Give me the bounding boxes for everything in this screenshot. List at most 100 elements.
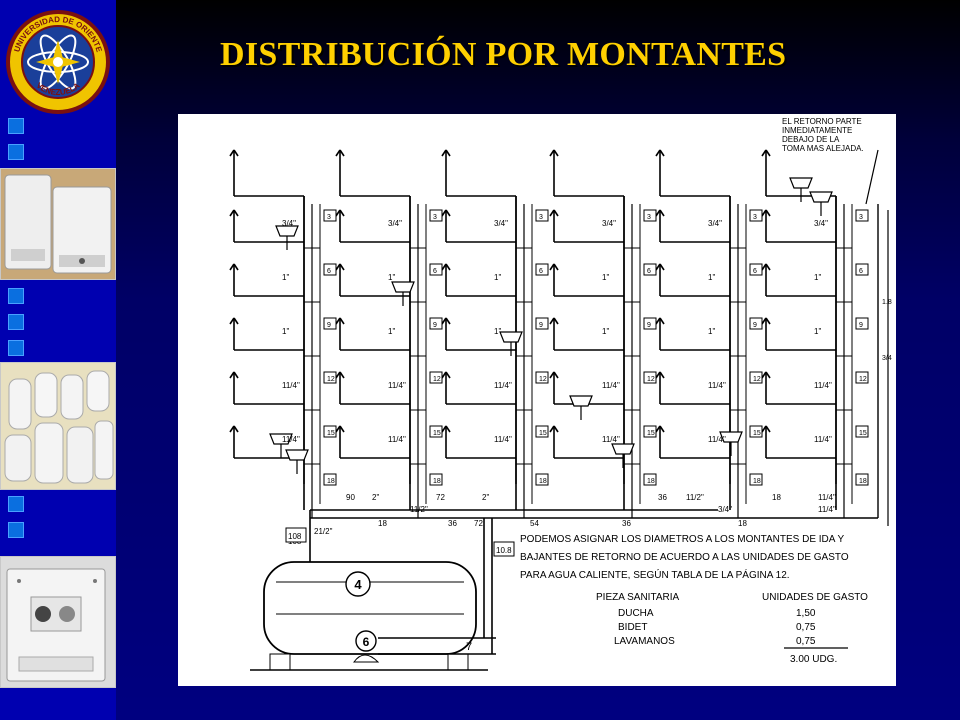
udg-box (535, 209, 549, 222)
udg-box (749, 317, 763, 330)
pipe-size-label: 11/4" (708, 381, 726, 390)
pipe-size-label: 3/4" (388, 219, 402, 228)
udg-value: 3 (753, 214, 757, 221)
udg-value: 15 (539, 430, 547, 437)
riser-diagram: 3 3/4" 6 1" 9 1" 12 11/4" 15 11/4" 18 3 3/4" 6 1" 9 1" 12… (229, 117, 892, 671)
udg-box (855, 263, 869, 276)
udg-value: 9 (327, 322, 331, 329)
udg-box (429, 473, 443, 486)
udg-box (643, 317, 657, 330)
sanitary-fixture (269, 433, 293, 458)
udg-box (643, 473, 657, 486)
udg-box (429, 425, 443, 438)
electric-heater-photo (0, 556, 116, 688)
udg-value: 3 (647, 214, 651, 221)
pipe-run-label: 36 (658, 493, 667, 502)
pipe-size-label: 1" (388, 327, 395, 336)
pipe-size-label: 3/4" (814, 219, 828, 228)
note-line-1: PODEMOS ASIGNAR LOS DIAMETROS A LOS MONT… (520, 534, 844, 545)
udg-value: 6 (539, 268, 543, 275)
pipe-run-label: 54 (530, 519, 539, 528)
udg-box (855, 317, 869, 330)
slide-title: DISTRIBUCIÓN POR MONTANTES (220, 36, 787, 73)
udg-value: 3 (859, 214, 863, 221)
pipe-size-label: 1" (282, 273, 289, 282)
sanitary-fixture (719, 431, 743, 456)
udg-value: 18 (539, 478, 547, 485)
udg-value: 15 (753, 430, 761, 437)
udg-box (749, 209, 763, 222)
udg-box (749, 371, 763, 384)
udg-box (323, 263, 337, 276)
table-piece-2: BIDET (618, 622, 647, 633)
table-units-2: 0,75 (796, 622, 816, 633)
pipe-run-label: 21/2" (314, 527, 333, 536)
udg-value: 12 (753, 376, 761, 383)
udg-value: 6 (859, 268, 863, 275)
return-note-4: TOMA MAS ALEJADA. (782, 144, 864, 153)
pipe-size-label: 1" (388, 273, 395, 282)
udg-box (535, 263, 549, 276)
udg-value: 12 (433, 376, 441, 383)
pipe-size-label: 3/4" (494, 219, 508, 228)
pipe-run-label: 18 (738, 519, 747, 528)
udg-value: 18 (647, 478, 655, 485)
udg-value: 9 (859, 322, 863, 329)
pipe-size-label: 11/4" (388, 381, 406, 390)
udg-value: 18 (753, 478, 761, 485)
return-note-3: DEBAJO DE LA (782, 135, 840, 144)
udg-box (323, 317, 337, 330)
udg-box (855, 425, 869, 438)
sanitary-fixture (789, 177, 813, 202)
udg-box (323, 473, 337, 486)
pipe-size-label: 11/4" (814, 435, 832, 444)
udg-value: 6 (327, 268, 331, 275)
udg-value: 6 (647, 268, 651, 275)
pipe-size-label: 11/4" (602, 381, 620, 390)
udg-value: 15 (327, 430, 335, 437)
plumbing-schematic: 3 3/4" 6 1" 9 1" 12 11/4" 15 11/4" 18 3 3/4" 6 1" 9 1" 12… (178, 114, 896, 686)
pipe-run-label: 11/4" (818, 493, 836, 502)
pipe-size-label: 11/4" (282, 381, 300, 390)
udg-value: 9 (753, 322, 757, 329)
udg-value: 3 (327, 214, 331, 221)
return-note-2: INMEDIATAMENTE (782, 126, 852, 135)
sanitary-fixture (275, 225, 299, 250)
udg-box (855, 209, 869, 222)
udg-box (535, 371, 549, 384)
pipe-size-label: 1" (602, 327, 609, 336)
pipe-size-label: 1" (494, 273, 501, 282)
tank-number: 4 (354, 577, 362, 592)
pipe-size-label: 1" (708, 327, 715, 336)
sanitary-fixture (569, 395, 593, 420)
udg-value: 9 (647, 322, 651, 329)
udg-box (535, 317, 549, 330)
pipe-run-label: 36 (622, 519, 631, 528)
note-line-3: PARA AGUA CALIENTE, SEGÚN TABLA DE LA PÁ… (520, 568, 790, 581)
udg-value: 18 (859, 478, 867, 485)
pump-assembly: 6 7 (353, 630, 496, 663)
university-logo: UNIVERSIDAD DE ORIENTE VENEZUELA (6, 10, 110, 114)
udg-box (429, 317, 443, 330)
decorative-squares (8, 288, 24, 366)
udg-value: 9 (539, 322, 543, 329)
return-flow-label: 10.8 (496, 546, 512, 555)
udg-value: 9 (433, 322, 437, 329)
pipe-size-label: 1" (282, 327, 289, 336)
pipe-run-label: 18 (772, 493, 781, 502)
udg-value: 6 (433, 268, 437, 275)
udg-box (749, 263, 763, 276)
pipe-size-label: 1" (494, 327, 501, 336)
table-units-3: 0,75 (796, 636, 816, 647)
udg-box (855, 473, 869, 486)
udg-box (429, 209, 443, 222)
pipe-size-label: 11/4" (282, 435, 300, 444)
udg-value: 3 (433, 214, 437, 221)
table-total: 3.00 UDG. (790, 654, 837, 665)
pipe-run-label: 11/4" (818, 505, 836, 514)
pipe-size-label: 11/4" (814, 381, 832, 390)
pipe-run-label: 2" (482, 493, 489, 502)
pump-number: 6 (363, 635, 370, 649)
hot-water-tank: 4 (250, 561, 488, 671)
decorative-squares (8, 496, 24, 548)
